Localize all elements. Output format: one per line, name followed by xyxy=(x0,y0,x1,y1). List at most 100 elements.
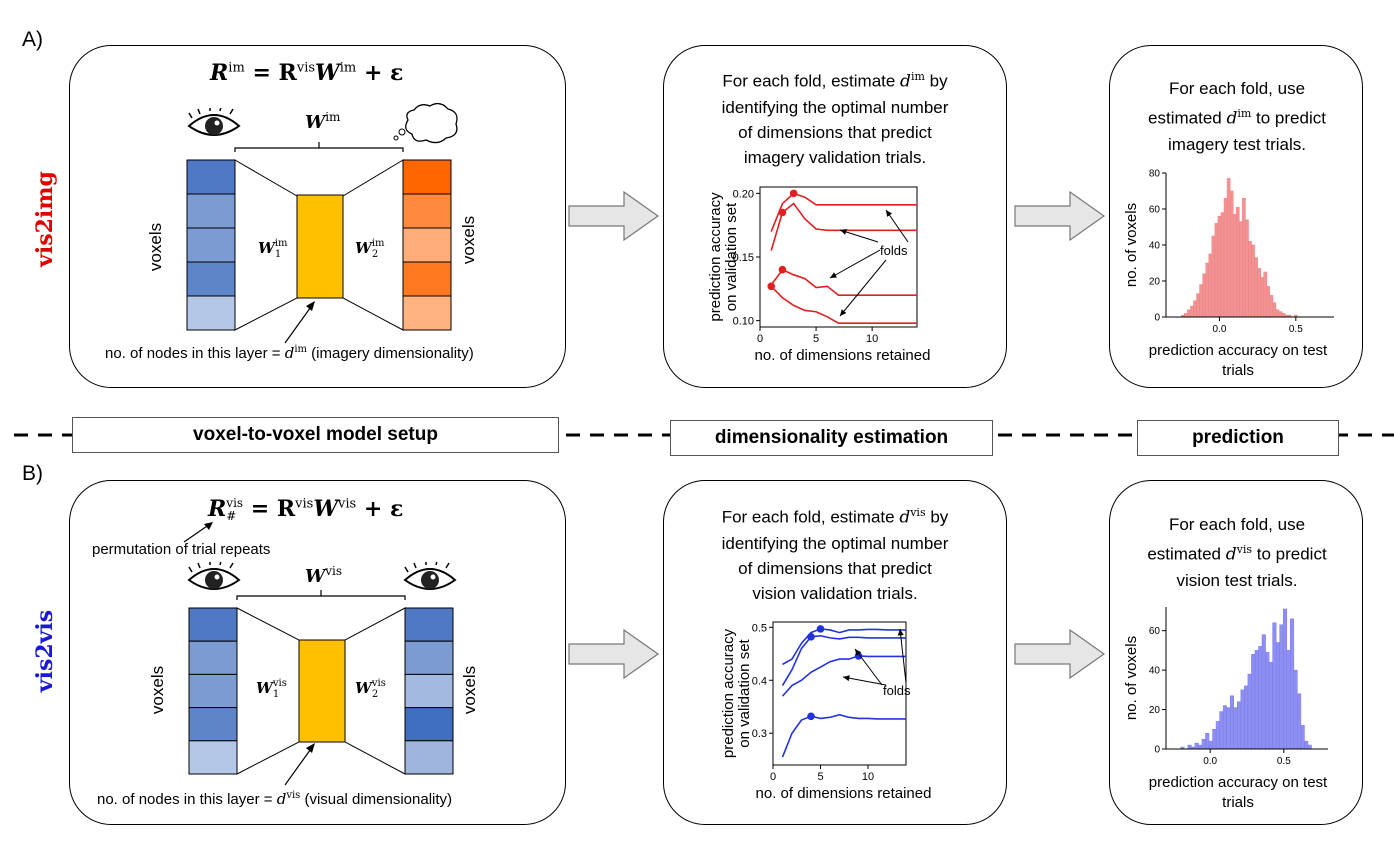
voxel-cell xyxy=(188,707,238,742)
y-tick-label: 40 xyxy=(1149,666,1161,677)
voxel-cell xyxy=(186,261,236,297)
histogram-bar xyxy=(1286,650,1291,750)
plot-frame xyxy=(772,621,907,766)
annotation-arrowhead xyxy=(830,272,837,278)
voxel-cell xyxy=(402,295,452,331)
annotation-arrow xyxy=(842,676,887,686)
histogram-bar xyxy=(1226,178,1231,318)
row-a-tag: vis2img xyxy=(32,171,58,267)
x-tick-label: 10 xyxy=(866,333,878,345)
eye-icon xyxy=(187,108,241,136)
x-tick-label: 0.5 xyxy=(1277,756,1291,767)
histogram-bar xyxy=(1297,693,1302,750)
thought-cloud-icon xyxy=(393,102,458,144)
nodes-arrow-b xyxy=(284,743,315,786)
voxel-cell xyxy=(402,261,452,297)
x-tick-label: 0.0 xyxy=(1213,324,1227,335)
x-axis-label: trials xyxy=(1222,794,1254,811)
histogram-bar xyxy=(1266,286,1271,318)
annotation-arrowhead xyxy=(886,210,893,217)
histogram-bar xyxy=(1215,721,1220,750)
panel-b-dimensionality xyxy=(663,480,1007,825)
histogram-bar xyxy=(1205,732,1210,750)
voxel-cell xyxy=(186,193,236,229)
annotation-arrowhead xyxy=(897,629,904,636)
network-a xyxy=(186,142,452,331)
annotation-arrow xyxy=(854,648,883,686)
voxel-cell xyxy=(402,193,452,229)
histogram-bar xyxy=(1236,206,1240,318)
y-tick-label: 0.3 xyxy=(752,728,767,740)
histogram-bar xyxy=(1268,661,1273,750)
peak-marker xyxy=(807,712,815,721)
histogram-bar xyxy=(1198,744,1203,750)
y-tick-label: 20 xyxy=(1149,705,1161,716)
histogram-bar xyxy=(1275,309,1280,318)
histogram-bar xyxy=(1187,744,1192,750)
histogram-bar xyxy=(1248,241,1252,318)
y-tick-label: 40 xyxy=(1149,241,1161,252)
histogram-bar xyxy=(1212,729,1217,750)
perm-arrow-b xyxy=(183,522,213,543)
histogram-bar xyxy=(1265,652,1270,750)
histogram-bar xyxy=(1272,302,1277,318)
histogram-bar xyxy=(1244,685,1249,750)
voxel-cell xyxy=(188,740,238,775)
annotation-arrowhead xyxy=(843,675,850,682)
panel-a-dimensionality xyxy=(663,45,1007,388)
histogram-bar xyxy=(1229,190,1234,318)
histogram-bar xyxy=(1196,293,1200,318)
x-axis-label: trials xyxy=(1222,362,1254,379)
histogram-bar xyxy=(1247,673,1252,750)
eye-icon xyxy=(187,562,241,590)
annotation-arrowhead xyxy=(855,649,862,656)
nodes-caption-b: no. of nodes in this layer = dvis (visua… xyxy=(97,790,453,808)
histogram-bar xyxy=(1223,197,1228,318)
voxels-right-a: voxels xyxy=(459,215,479,265)
dim-text-b: For each fold, estimate dvis by identify… xyxy=(721,506,949,603)
histogram-bar xyxy=(1193,300,1197,318)
histogram-bar xyxy=(1222,705,1227,750)
annotation-arrow xyxy=(839,259,887,317)
y-tick-label: 0.15 xyxy=(733,252,754,264)
histogram-bar xyxy=(1290,618,1295,750)
histogram-bar xyxy=(1232,214,1237,318)
voxel-cell xyxy=(404,607,454,642)
y-tick-label: 0.4 xyxy=(752,675,767,687)
y-axis-label: on validation set xyxy=(736,638,753,747)
x-axis-label: no. of dimensions retained xyxy=(756,785,932,802)
panel-b-prediction xyxy=(1109,480,1363,825)
network-b xyxy=(188,590,454,775)
histogram-bar xyxy=(1257,268,1261,318)
arrow-b2 xyxy=(1014,628,1106,680)
histogram-bar xyxy=(1190,305,1194,318)
w-top-b: Wvis xyxy=(305,564,342,587)
series-line xyxy=(781,634,906,686)
histogram-bar xyxy=(1254,650,1259,750)
annotation-arrow xyxy=(839,229,879,243)
pred-text-b: For each fold, use estimated dvis to pre… xyxy=(1147,515,1327,590)
y-tick-label: 0.10 xyxy=(733,316,754,328)
y-axis-label: on validation set xyxy=(723,202,740,311)
histogram-bar xyxy=(1208,740,1213,750)
histogram-bar xyxy=(1251,654,1256,750)
histogram-bar xyxy=(1258,646,1263,750)
header-setup: voxel-to-voxel model setup xyxy=(72,417,559,453)
x-tick-label: 0 xyxy=(770,771,776,783)
x-tick-label: 0.0 xyxy=(1203,756,1217,767)
y-tick-label: 60 xyxy=(1149,205,1161,216)
folds-annotation: folds xyxy=(880,243,908,258)
histogram-bar xyxy=(1279,624,1284,750)
peak-marker xyxy=(767,282,776,291)
histogram-bar xyxy=(1300,725,1305,750)
y-tick-label: 0 xyxy=(1154,745,1160,756)
dim-text-a: For each fold, estimate dim by identifyi… xyxy=(721,70,949,167)
voxels-left-a: voxels xyxy=(146,222,166,272)
x-axis-label: prediction accuracy on test xyxy=(1149,774,1328,791)
histogram-bar xyxy=(1184,313,1188,318)
arrow-b1 xyxy=(568,628,660,680)
